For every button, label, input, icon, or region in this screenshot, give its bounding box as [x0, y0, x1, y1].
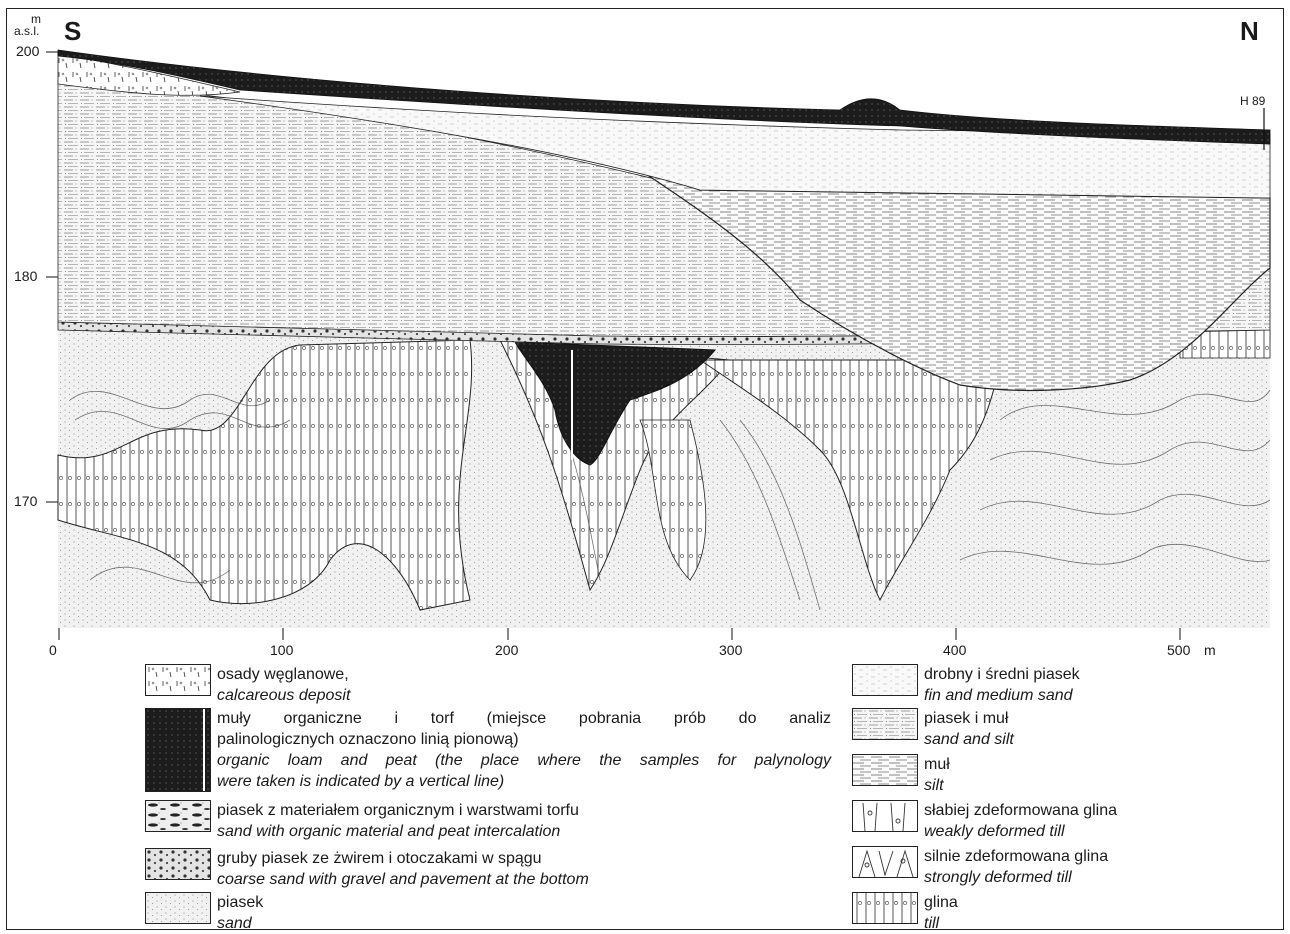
legend-item-silt: muł silt	[852, 754, 950, 796]
legend-label-pl: piasek z materiałem organicznym i warstw…	[217, 800, 579, 821]
legend-label-pl: piasek	[217, 892, 263, 913]
legend-label-pl-line1: muły organiczne i torf (miejsce pobrania…	[217, 708, 831, 729]
legend-label-en: silt	[924, 775, 950, 796]
legend-label-en: sand with organic material and peat inte…	[217, 821, 579, 842]
legend-item-weak-till: słabiej zdeformowana glina weakly deform…	[852, 800, 1117, 842]
legend-item-sand: piasek sand	[145, 892, 263, 934]
till-swatch	[852, 892, 918, 924]
legend-label-pl-line2: palinologicznych oznaczono linią pionową…	[217, 729, 831, 750]
legend-label-en: sand	[217, 913, 263, 934]
legend-item-strong-till: silnie zdeformowana glina strongly defor…	[852, 846, 1108, 888]
distance-tick-label: 500	[1167, 642, 1190, 658]
distance-unit-label: m	[1204, 642, 1216, 658]
strong-till-swatch	[852, 846, 918, 878]
distance-tick-label: 0	[49, 642, 57, 658]
distance-tick-label: 300	[719, 642, 742, 658]
direction-north: N	[1240, 16, 1259, 47]
distance-tick-label: 400	[943, 642, 966, 658]
legend-item-fine-sand: drobny i średni piasek fin and medium sa…	[852, 664, 1080, 706]
legend-label-en: till	[924, 913, 958, 934]
sand-organic-swatch	[145, 800, 211, 832]
borehole-label: H 89	[1240, 94, 1265, 108]
legend-label-pl: muł	[924, 754, 950, 775]
sand-silt-swatch	[852, 708, 918, 740]
legend-label-pl: drobny i średni piasek	[924, 664, 1080, 685]
legend-label-en: coarse sand with gravel and pavement at …	[217, 869, 589, 890]
elevation-tick-label: 180	[14, 268, 37, 284]
fine-sand-swatch	[852, 664, 918, 696]
legend-label-en-line2: were taken is indicated by a vertical li…	[217, 771, 831, 792]
silt-swatch	[852, 754, 918, 786]
legend-label-pl: piasek i muł	[924, 708, 1014, 729]
organic-swatch	[145, 708, 211, 792]
legend-item-coarse-sand: gruby piasek ze żwirem i otoczakami w sp…	[145, 848, 589, 890]
legend-label-pl: słabiej zdeformowana glina	[924, 800, 1117, 821]
coarse-sand-swatch	[145, 848, 211, 880]
legend-item-sand-organic: piasek z materiałem organicznym i warstw…	[145, 800, 579, 842]
distance-tick-label: 100	[270, 642, 293, 658]
direction-south: S	[64, 16, 81, 47]
legend-label-en: sand and silt	[924, 729, 1014, 750]
unit-label-asl: a.s.l.	[14, 24, 39, 38]
legend-label-pl: silnie zdeformowana glina	[924, 846, 1108, 867]
distance-tick-label: 200	[495, 642, 518, 658]
legend-label-en: calcareous deposit	[217, 685, 350, 706]
legend-item-till: glina till	[852, 892, 958, 934]
elevation-tick-label: 170	[14, 493, 37, 509]
sand-swatch	[145, 892, 211, 924]
legend-label-en: weakly deformed till	[924, 821, 1117, 842]
elevation-tick-label: 200	[16, 43, 39, 59]
legend-label-en-line1: organic loam and peat (the place where t…	[217, 750, 831, 771]
legend-label-en: strongly deformed till	[924, 867, 1108, 888]
legend-item-organic: muły organiczne i torf (miejsce pobrania…	[145, 708, 831, 792]
legend-label-pl: gruby piasek ze żwirem i otoczakami w sp…	[217, 848, 589, 869]
legend-label-pl: osady węglanowe,	[217, 664, 350, 685]
weak-till-swatch	[852, 800, 918, 832]
legend-label-en: fin and medium sand	[924, 685, 1080, 706]
legend-item-sand-silt: piasek i muł sand and silt	[852, 708, 1014, 750]
legend-label-pl: glina	[924, 892, 958, 913]
legend-item-calcareous: osady węglanowe, calcareous deposit	[145, 664, 350, 706]
calcareous-swatch	[145, 664, 211, 696]
